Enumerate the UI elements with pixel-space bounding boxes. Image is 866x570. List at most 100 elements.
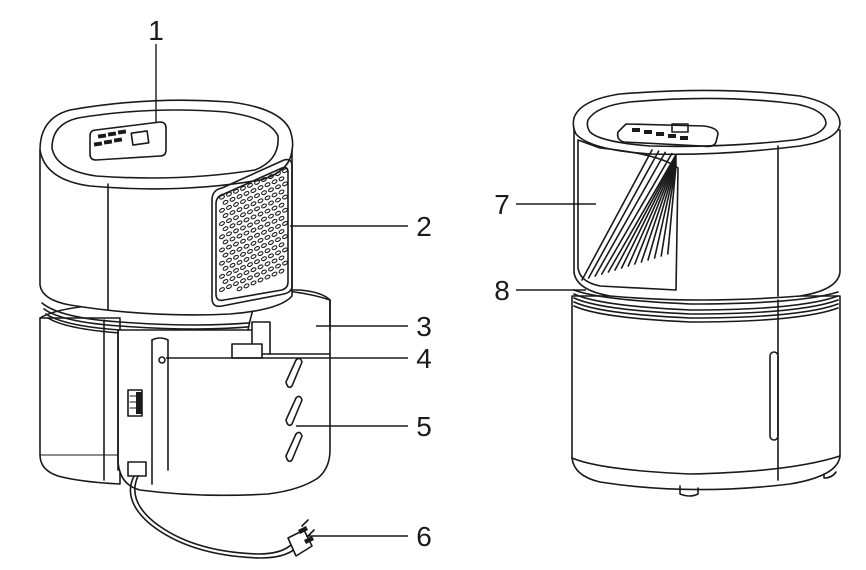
- grille-hole: [233, 254, 239, 260]
- grille-hole: [271, 192, 278, 198]
- grille-hole: [236, 233, 243, 239]
- grille-hole: [240, 212, 246, 218]
- grille-hole: [240, 278, 246, 284]
- grille-hole: [264, 195, 271, 201]
- grille-hole: [282, 168, 288, 174]
- grille-hole: [219, 234, 225, 240]
- grille-hole: [229, 236, 236, 242]
- grille-hole: [222, 199, 229, 205]
- grille-slot: [601, 152, 673, 275]
- grille-hole: [282, 181, 288, 187]
- grille-hole: [222, 265, 229, 271]
- grille-hole: [247, 275, 253, 281]
- grille-hole: [247, 248, 253, 254]
- grille-hole: [233, 241, 239, 247]
- grille-hole: [233, 215, 239, 221]
- grille-hole: [268, 266, 274, 272]
- grille-hole: [247, 209, 253, 215]
- grille-hole: [268, 174, 274, 180]
- grille-hole: [282, 207, 288, 213]
- left-head-unit: [39, 99, 294, 316]
- callout-4-label: 4: [416, 343, 432, 374]
- grille-hole: [257, 198, 264, 204]
- grille-hole: [282, 194, 288, 200]
- grille-dots: [219, 168, 288, 293]
- grille-hole: [247, 222, 253, 228]
- grille-hole: [264, 221, 271, 227]
- grille-hole: [233, 281, 239, 287]
- grille-hole: [268, 187, 274, 193]
- grille-hole: [240, 238, 246, 244]
- grille-hole: [282, 260, 288, 266]
- callout-8: 8: [494, 275, 586, 306]
- grille-hole: [271, 232, 278, 237]
- grille-hole: [240, 251, 246, 257]
- grille-hole: [250, 201, 257, 207]
- grille-hole: [226, 218, 232, 224]
- grille-hole: [257, 224, 264, 230]
- callout-3-label: 3: [416, 311, 432, 342]
- grille-hole: [236, 220, 243, 226]
- callout-2: 2: [290, 211, 432, 242]
- grille-hole: [243, 270, 250, 276]
- grille-hole: [222, 239, 229, 245]
- grille-hole: [271, 245, 278, 251]
- right-unit: [571, 89, 841, 497]
- callout-6: 6: [306, 521, 432, 552]
- grille-slot: [627, 157, 677, 267]
- grille-hole: [243, 283, 250, 289]
- grille-hole: [226, 191, 232, 197]
- grille-hole: [254, 219, 260, 225]
- grille-hole: [261, 229, 267, 235]
- grille-hole: [254, 180, 260, 185]
- grille-hole: [226, 257, 232, 263]
- grille-hole: [275, 263, 281, 269]
- grille-hole: [236, 286, 243, 292]
- left-control-panel: [89, 121, 167, 161]
- callout-7-label: 7: [494, 189, 510, 220]
- grille-hole: [268, 226, 274, 232]
- grille-hole: [257, 264, 264, 270]
- grille-hole: [250, 214, 257, 220]
- callout-4: 4: [166, 343, 432, 374]
- grille-hole: [257, 185, 264, 191]
- grille-hole: [261, 256, 267, 262]
- grille-hole: [229, 223, 236, 229]
- grille-hole: [275, 237, 281, 243]
- callout-1-label: 1: [148, 15, 164, 46]
- left-unit: [39, 99, 331, 559]
- grille-hole: [257, 237, 264, 243]
- grille-hole: [271, 179, 278, 185]
- grille-slot: [653, 162, 677, 259]
- grille-hole: [278, 255, 285, 261]
- grille-hole: [271, 205, 278, 211]
- callout-8-label: 8: [494, 275, 510, 306]
- grille-hole: [257, 211, 264, 217]
- grille-hole: [233, 268, 239, 273]
- grille-hole: [247, 262, 253, 268]
- callouts: 1 2 3 4 5 6 7 8: [148, 15, 596, 552]
- grille-slot: [660, 163, 677, 257]
- grille-hole: [219, 260, 225, 266]
- grille-hole: [219, 287, 225, 293]
- grille-hole: [247, 182, 253, 188]
- grille-hole: [268, 213, 274, 219]
- grille-hole: [219, 247, 225, 253]
- grille-hole: [264, 182, 271, 188]
- callout-1: 1: [148, 15, 164, 122]
- grille-hole: [240, 265, 246, 270]
- grille-slot: [594, 151, 666, 277]
- grille-hole: [275, 184, 281, 190]
- grille-hole: [278, 229, 285, 235]
- grille-slots: [581, 149, 677, 281]
- callout-5-label: 5: [416, 411, 432, 442]
- grille-hole: [236, 246, 243, 252]
- grille-hole: [219, 221, 225, 227]
- grille-slot: [614, 155, 677, 271]
- grille-slot: [647, 161, 677, 261]
- grille-hole: [268, 253, 274, 259]
- grille-hole: [250, 240, 257, 246]
- grille-hole: [254, 232, 260, 238]
- grille-hole: [261, 177, 267, 182]
- grille-hole: [261, 269, 267, 275]
